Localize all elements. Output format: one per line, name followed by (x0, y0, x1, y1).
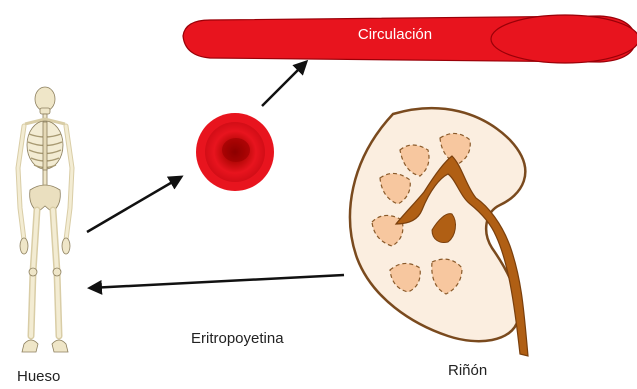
bone-label: Hueso (17, 368, 60, 385)
arrow-bone-to-blood-cell (87, 177, 181, 232)
kidney-icon (350, 108, 528, 356)
erythropoietin-label: Eritropoyetina (191, 330, 284, 347)
arrow-blood-cell-to-circulation (262, 62, 306, 106)
skeleton-icon (18, 87, 72, 352)
arrow-kidney-to-bone (90, 275, 344, 288)
red-blood-cell-icon (196, 113, 274, 191)
kidney-label: Riñón (448, 362, 487, 379)
circulation-label: Circulación (300, 26, 490, 43)
